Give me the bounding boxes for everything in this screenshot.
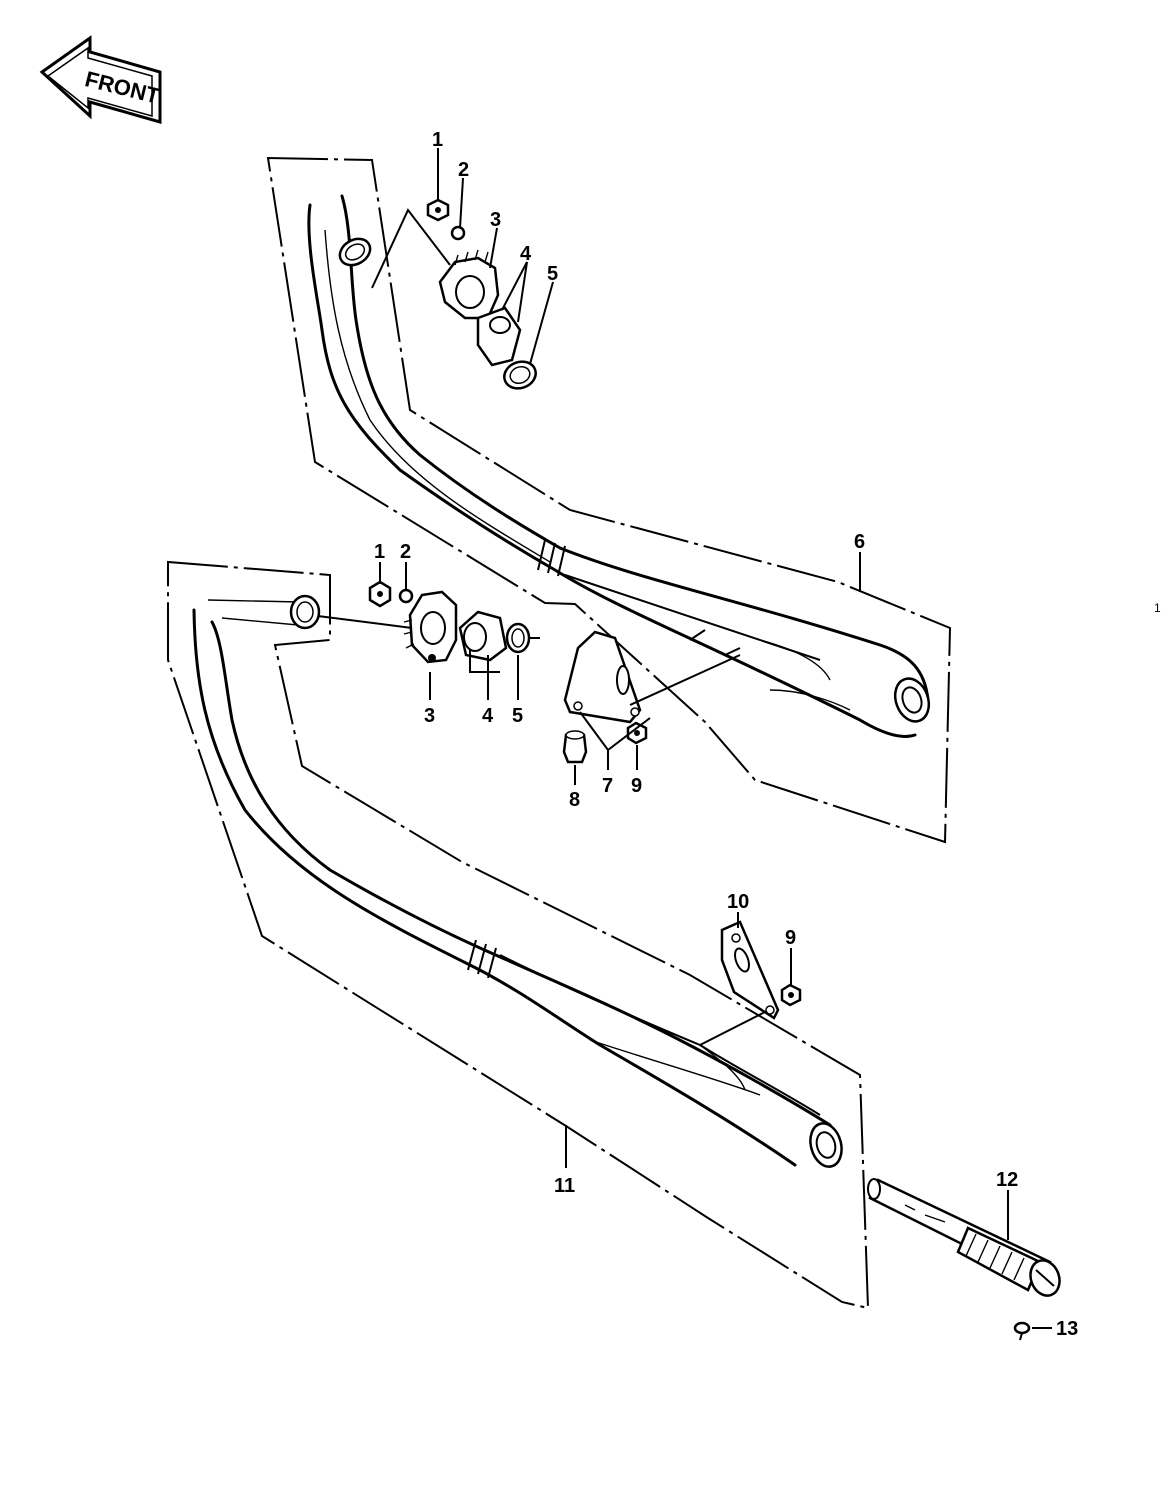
callout-middle-4: 4	[482, 705, 494, 727]
lower-callouts: 10 9 11 12 13	[554, 891, 1078, 1340]
upper-callouts: 1 2 3 4 5 6	[432, 129, 865, 553]
callout-lower-12: 12	[996, 1169, 1018, 1191]
callout-upper-4: 4	[520, 243, 532, 265]
stray-mark: 1	[1154, 601, 1161, 615]
callout-middle-2: 2	[400, 541, 411, 563]
middle-callouts: 1 2 3 4 5 7 8 9	[374, 541, 642, 811]
washer-icon	[398, 588, 414, 604]
lower-callout-leaders	[565, 912, 1052, 1329]
callout-middle-1: 1	[374, 541, 385, 563]
callout-lower-9: 9	[785, 927, 796, 949]
callout-lower-10: 10	[727, 891, 749, 913]
bracket-7-group	[562, 630, 741, 764]
callout-upper-5: 5	[547, 263, 558, 285]
callout-upper-6: 6	[854, 531, 865, 553]
screw-icon	[1013, 1321, 1031, 1335]
washer-icon	[450, 225, 466, 241]
upper-inlet-leader	[371, 208, 451, 289]
callout-middle-5: 5	[512, 705, 523, 727]
callout-lower-11: 11	[554, 1175, 575, 1197]
middle-callout-leaders	[379, 562, 651, 785]
callout-middle-7: 7	[602, 775, 613, 797]
callout-middle-3: 3	[424, 705, 435, 727]
callout-middle-8: 8	[569, 789, 580, 811]
upper-muffler-assembly	[266, 156, 952, 844]
callout-lower-13: 13	[1056, 1318, 1078, 1340]
callout-middle-9: 9	[631, 775, 642, 797]
lower-muffler-assembly	[167, 560, 870, 1310]
silencer-insert-group	[867, 1178, 1061, 1341]
callout-upper-3: 3	[490, 209, 501, 231]
middle-flange-group	[368, 580, 540, 664]
callout-upper-2: 2	[458, 159, 469, 181]
bracket-10-group	[699, 920, 802, 1046]
upper-flange-group	[426, 198, 537, 390]
callout-upper-1: 1	[432, 129, 443, 151]
front-arrow-icon: FRONT	[39, 35, 163, 124]
bracket-icon	[720, 920, 780, 1020]
upper-callout-leaders	[437, 148, 861, 592]
middle-inlet-leader	[309, 614, 413, 629]
